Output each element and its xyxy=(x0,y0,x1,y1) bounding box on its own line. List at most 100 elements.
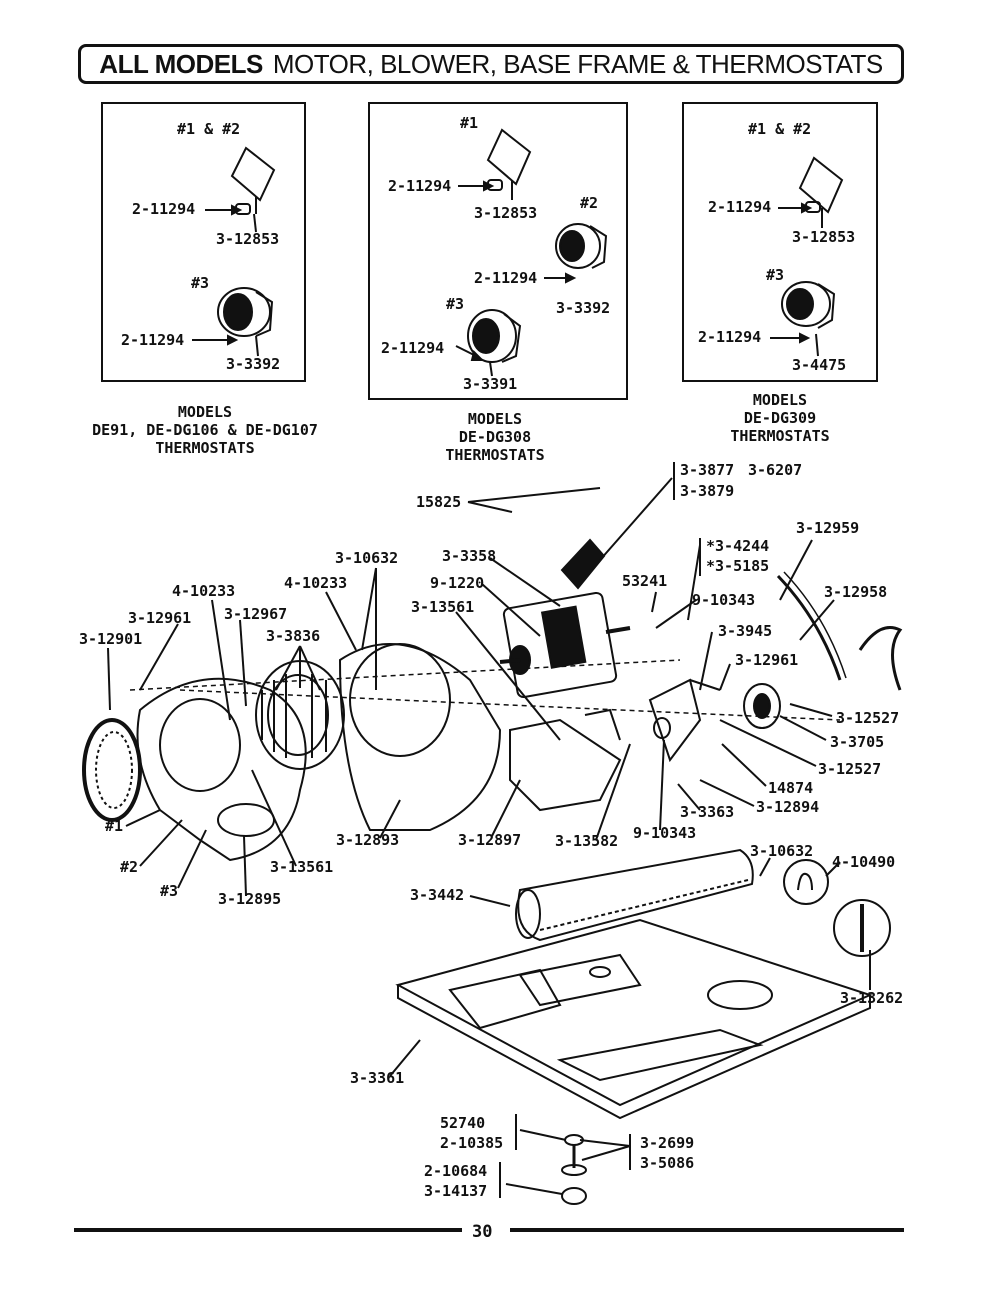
thermostat-panel-2 xyxy=(368,102,628,400)
part-label: 4-10233 xyxy=(284,574,348,592)
part-label: 3-5086 xyxy=(640,1154,695,1172)
motor-pulley-part xyxy=(560,538,606,590)
caption-line: DE-DG309 xyxy=(743,409,817,427)
part-label: 2-10385 xyxy=(440,1134,504,1152)
part-label: *3-4244 xyxy=(706,537,770,555)
front-ring xyxy=(82,718,142,822)
part-label: 3-12527 xyxy=(818,760,882,778)
caption-line: MODELS xyxy=(467,410,523,428)
page-title: ALL MODELS MOTOR, BLOWER, BASE FRAME & T… xyxy=(78,44,904,84)
part-label: 3-13582 xyxy=(555,832,619,850)
part-label: 52740 xyxy=(440,1114,486,1132)
blower-housing-front xyxy=(136,677,307,862)
thermostat-cylinder-3 xyxy=(217,287,271,337)
panel2-label: #2 xyxy=(580,194,599,212)
panel3-label: 3-4475 xyxy=(792,356,847,374)
part-label: 15825 xyxy=(416,493,462,511)
panel1-caption: MODELS DE91, DE-DG106 & DE-DG107 THERMOS… xyxy=(80,403,330,457)
part-label: 3-12894 xyxy=(756,798,820,816)
caption-line: MODELS xyxy=(752,391,808,409)
part-label: 3-2699 xyxy=(640,1134,695,1152)
part-label: #3 xyxy=(160,882,179,900)
panel3-label: #1 & #2 xyxy=(748,120,812,138)
part-label: 3-12901 xyxy=(79,630,143,648)
panel3-label: #3 xyxy=(766,266,785,284)
thermal-limiter-circle xyxy=(833,899,891,957)
part-label: 3-10632 xyxy=(335,549,399,567)
thermostat-panel-1 xyxy=(101,102,306,382)
title-bold: ALL MODELS xyxy=(99,48,263,79)
panel1-label: 3-3392 xyxy=(226,355,281,373)
part-label: 3-6207 xyxy=(748,461,803,479)
part-label: 3-12961 xyxy=(735,651,799,669)
caption-line: THERMOSTATS xyxy=(730,427,830,445)
panel2-label: 3-12853 xyxy=(474,204,538,222)
thermostat-disc-1 xyxy=(486,128,532,186)
part-label: #2 xyxy=(120,858,139,876)
panel2-label: 2-11294 xyxy=(474,269,538,287)
part-label: 9-10343 xyxy=(692,591,756,609)
panel3-label: 2-11294 xyxy=(708,198,772,216)
caption-line: DE-DG308 xyxy=(458,428,532,446)
panel1-label: 2-11294 xyxy=(132,200,196,218)
belt-piece xyxy=(858,626,903,691)
panel1-label: #3 xyxy=(191,274,210,292)
part-label: 3-12893 xyxy=(336,831,400,849)
thermostat-panel-3 xyxy=(682,102,878,382)
idler-pulley xyxy=(743,683,781,729)
part-label: 3-3363 xyxy=(680,803,735,821)
thermostat-cylinder-2 xyxy=(555,223,601,269)
title-rest: MOTOR, BLOWER, BASE FRAME & THERMOSTATS xyxy=(272,48,883,79)
part-label: 3-12961 xyxy=(128,609,192,627)
part-label: 3-13561 xyxy=(411,598,475,616)
part-label: 14874 xyxy=(768,779,814,797)
part-label: 3-14137 xyxy=(424,1182,488,1200)
thermostat-cylinder-3 xyxy=(467,309,517,363)
caption-line: DE91, DE-DG106 & DE-DG107 xyxy=(92,421,318,439)
heater-tube xyxy=(517,848,754,942)
caption-line: MODELS xyxy=(177,403,233,421)
panel1-label: 3-12853 xyxy=(216,230,280,248)
blower-housing-rear xyxy=(338,643,502,831)
motor-mount xyxy=(509,718,622,812)
page-number: 30 xyxy=(472,1222,493,1242)
part-label: 3-12527 xyxy=(836,709,900,727)
part-label: 3-3836 xyxy=(266,627,321,645)
thermostat-disc-1 xyxy=(798,156,844,214)
panel2-caption: MODELS DE-DG308 THERMOSTATS xyxy=(410,410,580,464)
part-label: 3-3877 xyxy=(680,461,735,479)
panel2-label: 2-11294 xyxy=(388,177,452,195)
part-label: 3-3442 xyxy=(410,886,465,904)
panel2-label: #1 xyxy=(460,114,479,132)
panel2-label: #3 xyxy=(446,295,465,313)
part-label: 53241 xyxy=(622,572,668,590)
panel3-label: 3-12853 xyxy=(792,228,856,246)
part-label: 3-12897 xyxy=(458,831,522,849)
panel1-label: 2-11294 xyxy=(121,331,185,349)
part-label: 3-3705 xyxy=(830,733,885,751)
part-label: *3-5185 xyxy=(706,557,770,575)
thermostat-disc-1 xyxy=(230,146,276,202)
panel2-label: 3-3392 xyxy=(556,299,611,317)
part-label: 3-3879 xyxy=(680,482,735,500)
panel3-label: 2-11294 xyxy=(698,328,762,346)
part-label: 2-10684 xyxy=(424,1162,488,1180)
caption-line: THERMOSTATS xyxy=(155,439,255,457)
part-label: 4-10490 xyxy=(832,853,896,871)
caption-line: THERMOSTATS xyxy=(445,446,545,464)
part-label: 3-3358 xyxy=(442,547,497,565)
part-label: 3-12958 xyxy=(824,583,888,601)
part-label: 3-13561 xyxy=(270,858,334,876)
panel2-label: 3-3391 xyxy=(463,375,518,393)
leg-foot xyxy=(561,1187,587,1205)
panel1-label: #1 & #2 xyxy=(177,120,241,138)
part-label: 4-10233 xyxy=(172,582,236,600)
part-label: 3-12959 xyxy=(796,519,860,537)
panel2-label: 2-11294 xyxy=(381,339,445,357)
part-label: 3-3945 xyxy=(718,622,773,640)
part-label: #1 xyxy=(105,817,124,835)
part-label: 9-10343 xyxy=(633,824,697,842)
part-label: 9-1220 xyxy=(430,574,485,592)
part-label: 3-12895 xyxy=(218,890,282,908)
